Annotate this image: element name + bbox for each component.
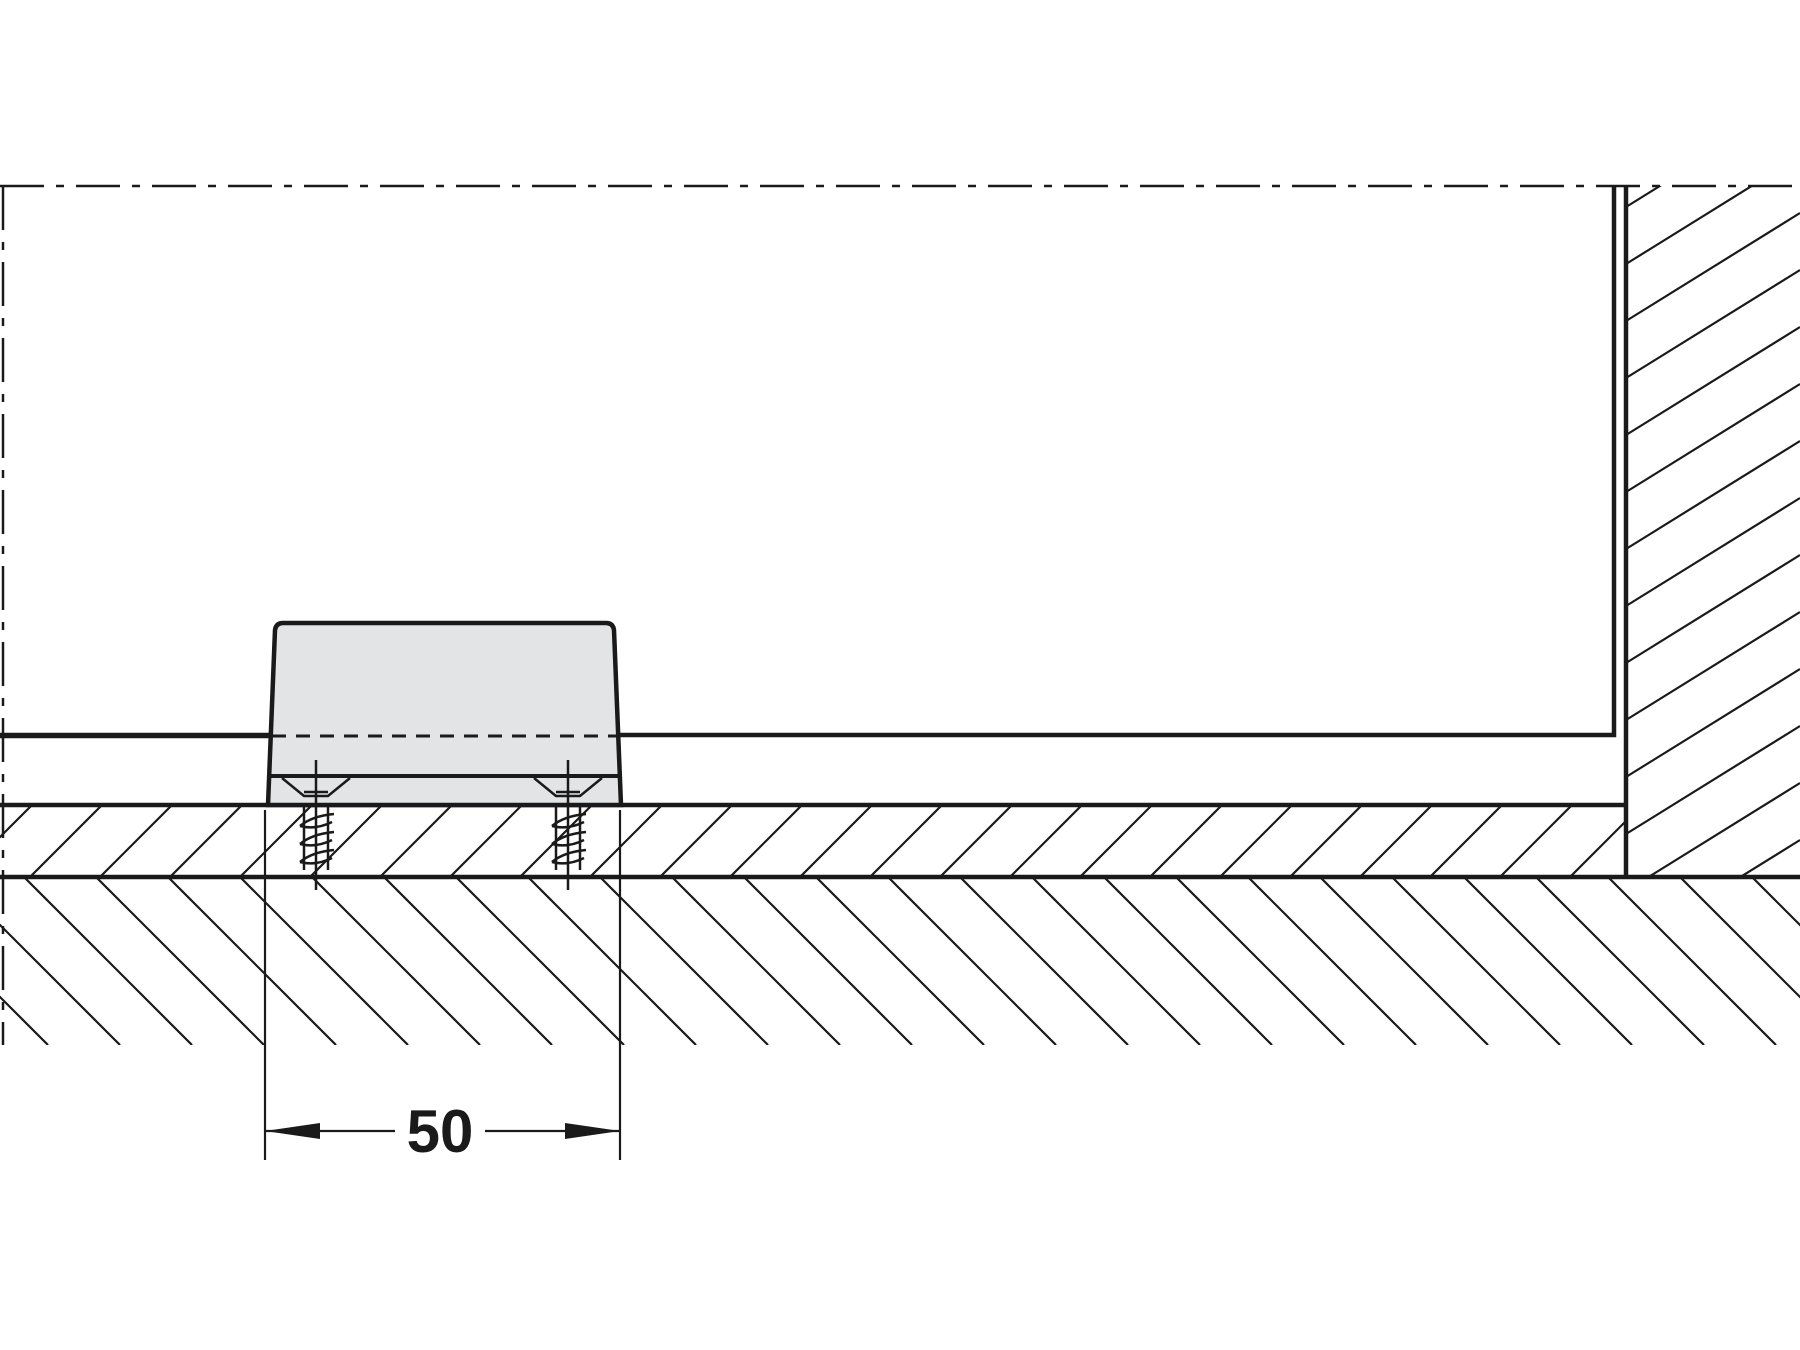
- hatch-line: [1626, 611, 1800, 721]
- hatch-line: [379, 805, 453, 877]
- screw-part: [299, 848, 335, 865]
- hatch-line: [239, 877, 409, 1045]
- hatch-line: [311, 877, 481, 1045]
- arrow-left-icon: [265, 1123, 320, 1139]
- hatch-line: [887, 877, 1057, 1045]
- hatch-line: [1646, 782, 1800, 877]
- hatch-line: [29, 805, 103, 877]
- hatch-line: [1391, 877, 1561, 1045]
- hatch-line: [1289, 805, 1363, 877]
- hatch-line: [1463, 877, 1633, 1045]
- hatch-line: [1751, 877, 1800, 927]
- hatch-line: [1626, 497, 1800, 607]
- buffer-block: [0, 620, 624, 808]
- dimension-50: [263, 810, 622, 1160]
- floor-hatching: [0, 877, 1800, 1045]
- screw-part: [299, 830, 335, 847]
- hatch-line: [1319, 877, 1489, 1045]
- hatch-line: [743, 877, 913, 1045]
- hatch-line: [589, 805, 663, 877]
- hatch-line: [1626, 42, 1800, 150]
- screw-part: [551, 830, 587, 847]
- hatch-line: [869, 805, 943, 877]
- hatch-line: [1535, 877, 1705, 1045]
- screw-part: [299, 812, 335, 829]
- hatch-line: [1626, 186, 1662, 208]
- hatch-line: [455, 877, 625, 1045]
- hatch-line: [1103, 877, 1273, 1045]
- hatch-line: [99, 805, 173, 877]
- hatch-line: [939, 805, 1013, 877]
- hatch-line: [1626, 440, 1800, 550]
- screws: [281, 760, 603, 890]
- hatch-line: [0, 805, 33, 839]
- hatch-line: [1149, 805, 1223, 877]
- hatch-line: [729, 805, 803, 877]
- hatch-line: [1247, 877, 1417, 1045]
- hatch-line: [815, 877, 985, 1045]
- hatch-line: [167, 877, 337, 1045]
- hatch-line: [1219, 805, 1293, 877]
- hatch-line: [1626, 186, 1754, 265]
- wall-hatching: [1626, 42, 1800, 877]
- hatch-line: [1607, 877, 1777, 1045]
- panel-hatching: [0, 805, 1712, 877]
- hatch-line: [1031, 877, 1201, 1045]
- hatch-line: [1738, 839, 1800, 877]
- hatch-line: [1626, 725, 1800, 835]
- screw-part: [556, 760, 580, 890]
- hatch-line: [1009, 805, 1083, 877]
- screw-part: [551, 848, 587, 865]
- hatch-line: [169, 805, 243, 877]
- hatch-line: [1175, 877, 1345, 1045]
- hatch-line: [449, 805, 523, 877]
- hatch-line: [1626, 383, 1800, 493]
- hatch-line: [527, 877, 697, 1045]
- hatch-line: [23, 877, 193, 1045]
- hatch-line: [1626, 212, 1800, 322]
- hatch-line: [1429, 805, 1503, 877]
- hatch-line: [659, 805, 733, 877]
- hatch-line: [309, 805, 383, 877]
- screw-part: [304, 760, 328, 890]
- hatch-line: [1626, 269, 1800, 379]
- hatch-line: [0, 995, 49, 1045]
- arrow-right-icon: [565, 1123, 620, 1139]
- hatch-line: [1626, 554, 1800, 664]
- screw-part: [551, 812, 587, 829]
- hatch-line: [959, 877, 1129, 1045]
- hatch-line: [599, 877, 769, 1045]
- hatch-line: [799, 805, 873, 877]
- hatch-line: [1569, 819, 1626, 877]
- hatch-line: [1626, 326, 1800, 436]
- hatch-line: [1679, 877, 1800, 999]
- hatch-line: [1079, 805, 1153, 877]
- hatch-line: [239, 805, 313, 877]
- hatch-line: [1359, 805, 1433, 877]
- hatch-line: [0, 923, 121, 1045]
- hatch-line: [1640, 805, 1712, 877]
- hatch-line: [671, 877, 841, 1045]
- dimension-label: 50: [407, 1098, 474, 1165]
- drawer-outline: [0, 186, 1617, 738]
- hatch-line: [383, 877, 553, 1045]
- hatch-line: [1499, 805, 1573, 877]
- hatch-line: [95, 877, 265, 1045]
- hatch-line: [1626, 668, 1800, 778]
